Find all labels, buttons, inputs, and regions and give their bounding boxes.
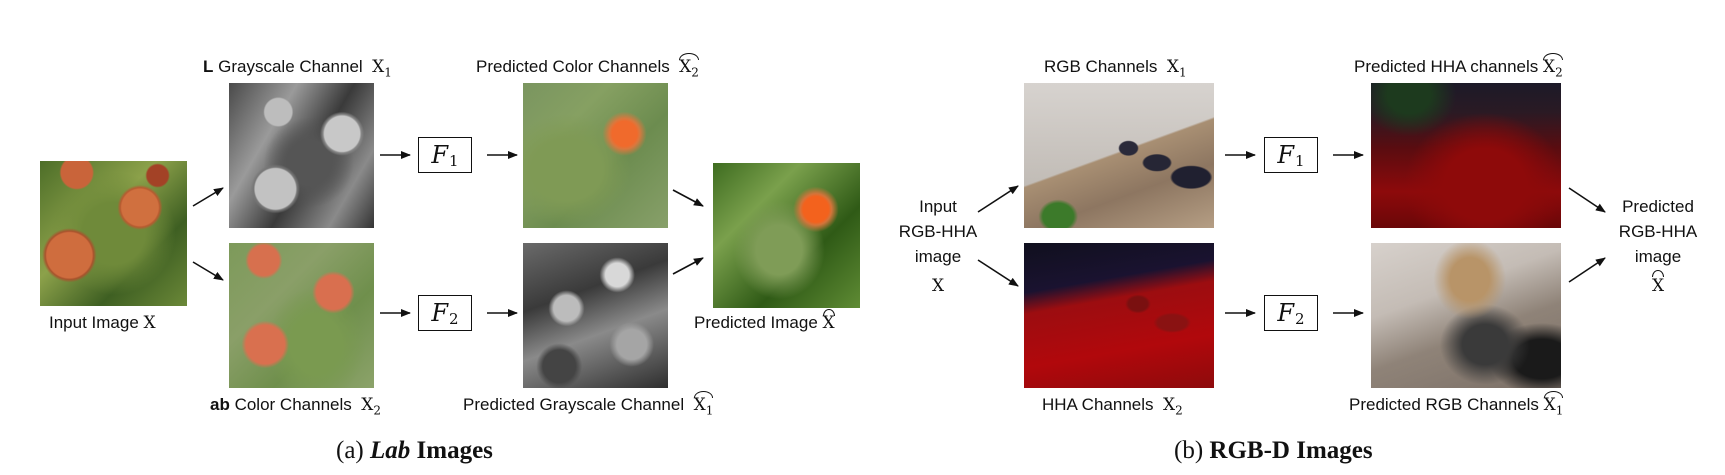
label-ab-color: ab Color Channels X2 <box>210 395 381 418</box>
L-grayscale-image <box>229 83 374 228</box>
arrow-input-to-L <box>192 187 224 207</box>
caption-b: (b) RGB-D Images <box>1174 437 1373 464</box>
label-input-rgbhha: Input RGB-HHA image X <box>898 197 978 296</box>
label-predicted-rgb: Predicted RGB Channels X1 <box>1349 390 1563 420</box>
arrow-predhha-to-out <box>1568 187 1606 213</box>
label-hha-channels: HHA Channels X2 <box>1042 395 1183 418</box>
ab-color-image <box>229 243 374 388</box>
arrow-predcolor-to-predimg <box>672 189 704 207</box>
arrow-predgray-to-predimg <box>672 257 704 275</box>
hha-channels-image <box>1024 243 1214 388</box>
label-predicted-rgbhha: Predicted RGB-HHA image X <box>1608 194 1708 299</box>
arrow-predrgb-to-out <box>1568 257 1606 283</box>
label-predicted-image: Predicted Image X <box>694 309 835 333</box>
label-input-image: Input Image X <box>49 313 156 333</box>
label-predicted-hha: Predicted HHA channels X2 <box>1354 52 1563 82</box>
caption-a: (a) Lab Images <box>336 437 493 464</box>
label-predicted-grayscale: Predicted Grayscale Channel X1 <box>463 390 713 420</box>
rgb-channels-image <box>1024 83 1214 228</box>
label-predicted-color: Predicted Color Channels X2 <box>476 52 699 82</box>
arrow-input-to-hha <box>977 259 1019 287</box>
predicted-image <box>713 163 860 308</box>
input-image-rosehips <box>40 161 187 306</box>
label-L-grayscale: L Grayscale Channel X1 <box>203 57 392 80</box>
arrow-input-to-ab <box>192 261 224 281</box>
arrow-input-to-rgb <box>977 185 1019 213</box>
predicted-grayscale-image <box>523 243 668 388</box>
predicted-rgb-image <box>1371 243 1561 388</box>
predicted-hha-image <box>1371 83 1561 228</box>
label-rgb-channels: RGB Channels X1 <box>1044 57 1187 80</box>
predicted-color-image <box>523 83 668 228</box>
